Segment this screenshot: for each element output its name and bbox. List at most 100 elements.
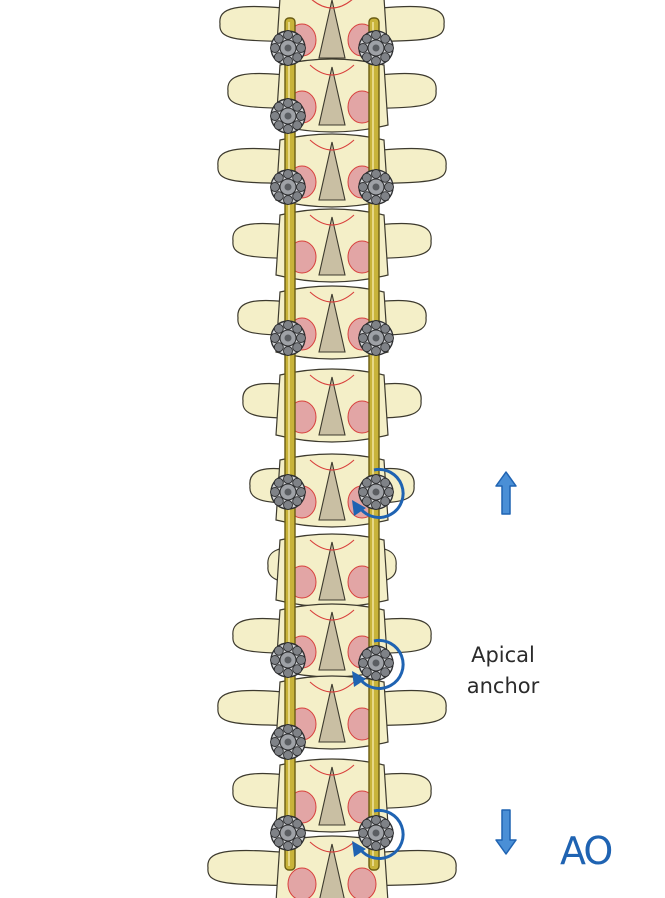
screw-tooth bbox=[292, 33, 303, 44]
pedicle-screw-icon bbox=[358, 474, 394, 510]
pedicle-screw-icon bbox=[358, 30, 394, 66]
screw-tooth bbox=[273, 496, 284, 507]
spinous-process bbox=[318, 66, 346, 126]
canal-edge bbox=[309, 214, 355, 226]
screw-tooth bbox=[270, 828, 280, 838]
screw-tooth bbox=[273, 837, 284, 848]
screw-socket bbox=[372, 488, 380, 496]
canal-edge bbox=[309, 291, 355, 303]
spinous-process bbox=[318, 141, 346, 201]
facet-left bbox=[287, 867, 317, 898]
canal-edge bbox=[309, 539, 355, 551]
screw-tooth bbox=[361, 172, 372, 183]
spinous-process bbox=[318, 376, 346, 436]
screw-socket bbox=[372, 829, 380, 837]
screw-tooth bbox=[358, 182, 368, 192]
screw-tooth bbox=[270, 111, 280, 121]
screw-tooth bbox=[292, 191, 303, 202]
rotation-arrow-icon bbox=[352, 467, 405, 519]
screw-tooth bbox=[273, 818, 284, 829]
screw-tooth bbox=[283, 124, 293, 134]
screw-tooth bbox=[292, 342, 303, 353]
pedicle-screws bbox=[270, 30, 394, 851]
screw-socket bbox=[284, 738, 292, 746]
screw-tooth bbox=[292, 477, 303, 488]
screw-tooth bbox=[292, 837, 303, 848]
screw-socket bbox=[372, 44, 380, 52]
vertebra bbox=[232, 603, 432, 678]
pedicle-screw-icon bbox=[358, 815, 394, 851]
screw-tooth bbox=[273, 172, 284, 183]
screw-tooth bbox=[273, 101, 284, 112]
screw-tooth bbox=[270, 737, 280, 747]
screw-tooth bbox=[270, 487, 280, 497]
screw-tooth bbox=[296, 182, 306, 192]
rotation-arrowhead bbox=[352, 500, 366, 516]
screw-tooth bbox=[296, 828, 306, 838]
screw-tooth bbox=[358, 43, 368, 53]
pedicle-screw-icon bbox=[358, 645, 394, 681]
apical-anchor-label-line2: anchor bbox=[466, 674, 540, 698]
screw-tooth bbox=[283, 320, 293, 330]
screw-tooth bbox=[380, 667, 391, 678]
screw-tooth bbox=[273, 342, 284, 353]
canal-edge bbox=[309, 64, 355, 76]
screw-tooth bbox=[371, 671, 381, 681]
spinous-process bbox=[318, 766, 346, 826]
rotation-arc bbox=[358, 467, 405, 519]
screw-tooth bbox=[283, 195, 293, 205]
pedicle-screw-icon bbox=[270, 815, 306, 851]
vertebra bbox=[232, 758, 432, 833]
rotation-arc bbox=[358, 638, 405, 690]
screw-tooth bbox=[361, 52, 372, 63]
screw-tooth bbox=[283, 668, 293, 678]
screw-tooth bbox=[273, 323, 284, 334]
screw-tooth bbox=[361, 818, 372, 829]
screw-tooth bbox=[296, 487, 306, 497]
screw-tooth bbox=[283, 30, 293, 40]
screw-tooth bbox=[361, 323, 372, 334]
down-arrow-icon bbox=[495, 809, 517, 855]
vertebra bbox=[217, 675, 447, 750]
screw-tooth bbox=[380, 342, 391, 353]
screw-tooth bbox=[371, 169, 381, 179]
screw-tooth bbox=[270, 655, 280, 665]
screw-tooth bbox=[296, 111, 306, 121]
screw-tooth bbox=[296, 333, 306, 343]
apical-anchor-label-line1: Apical bbox=[471, 643, 535, 667]
screw-tooth bbox=[358, 828, 368, 838]
screw-tooth bbox=[270, 182, 280, 192]
screw-tooth bbox=[361, 477, 372, 488]
screw-tooth bbox=[371, 56, 381, 66]
spinous-process bbox=[318, 611, 346, 671]
canal-edge bbox=[309, 764, 355, 776]
screw-tooth bbox=[371, 320, 381, 330]
screw-tooth bbox=[380, 496, 391, 507]
screw-tooth bbox=[283, 98, 293, 108]
screw-socket bbox=[372, 659, 380, 667]
canal-edge bbox=[309, 841, 355, 853]
screw-socket bbox=[372, 183, 380, 191]
screw-tooth bbox=[270, 43, 280, 53]
screw-socket bbox=[284, 334, 292, 342]
screw-tooth bbox=[384, 658, 394, 668]
rotation-arrow-icon bbox=[352, 808, 405, 860]
screw-tooth bbox=[292, 323, 303, 334]
screw-tooth bbox=[283, 346, 293, 356]
pedicle-screw-icon bbox=[358, 320, 394, 356]
pedicle-screw-icon bbox=[270, 30, 306, 66]
screw-tooth bbox=[358, 487, 368, 497]
screw-socket bbox=[284, 829, 292, 837]
spinous-process bbox=[318, 541, 346, 601]
screw-socket bbox=[284, 112, 292, 120]
screw-tooth bbox=[384, 182, 394, 192]
screw-tooth bbox=[273, 727, 284, 738]
screw-tooth bbox=[270, 333, 280, 343]
screw-tooth bbox=[283, 815, 293, 825]
pedicle-screw-icon bbox=[270, 320, 306, 356]
screw-tooth bbox=[292, 664, 303, 675]
screw-tooth bbox=[371, 815, 381, 825]
screw-tooth bbox=[380, 52, 391, 63]
rotation-arrows bbox=[352, 467, 405, 860]
